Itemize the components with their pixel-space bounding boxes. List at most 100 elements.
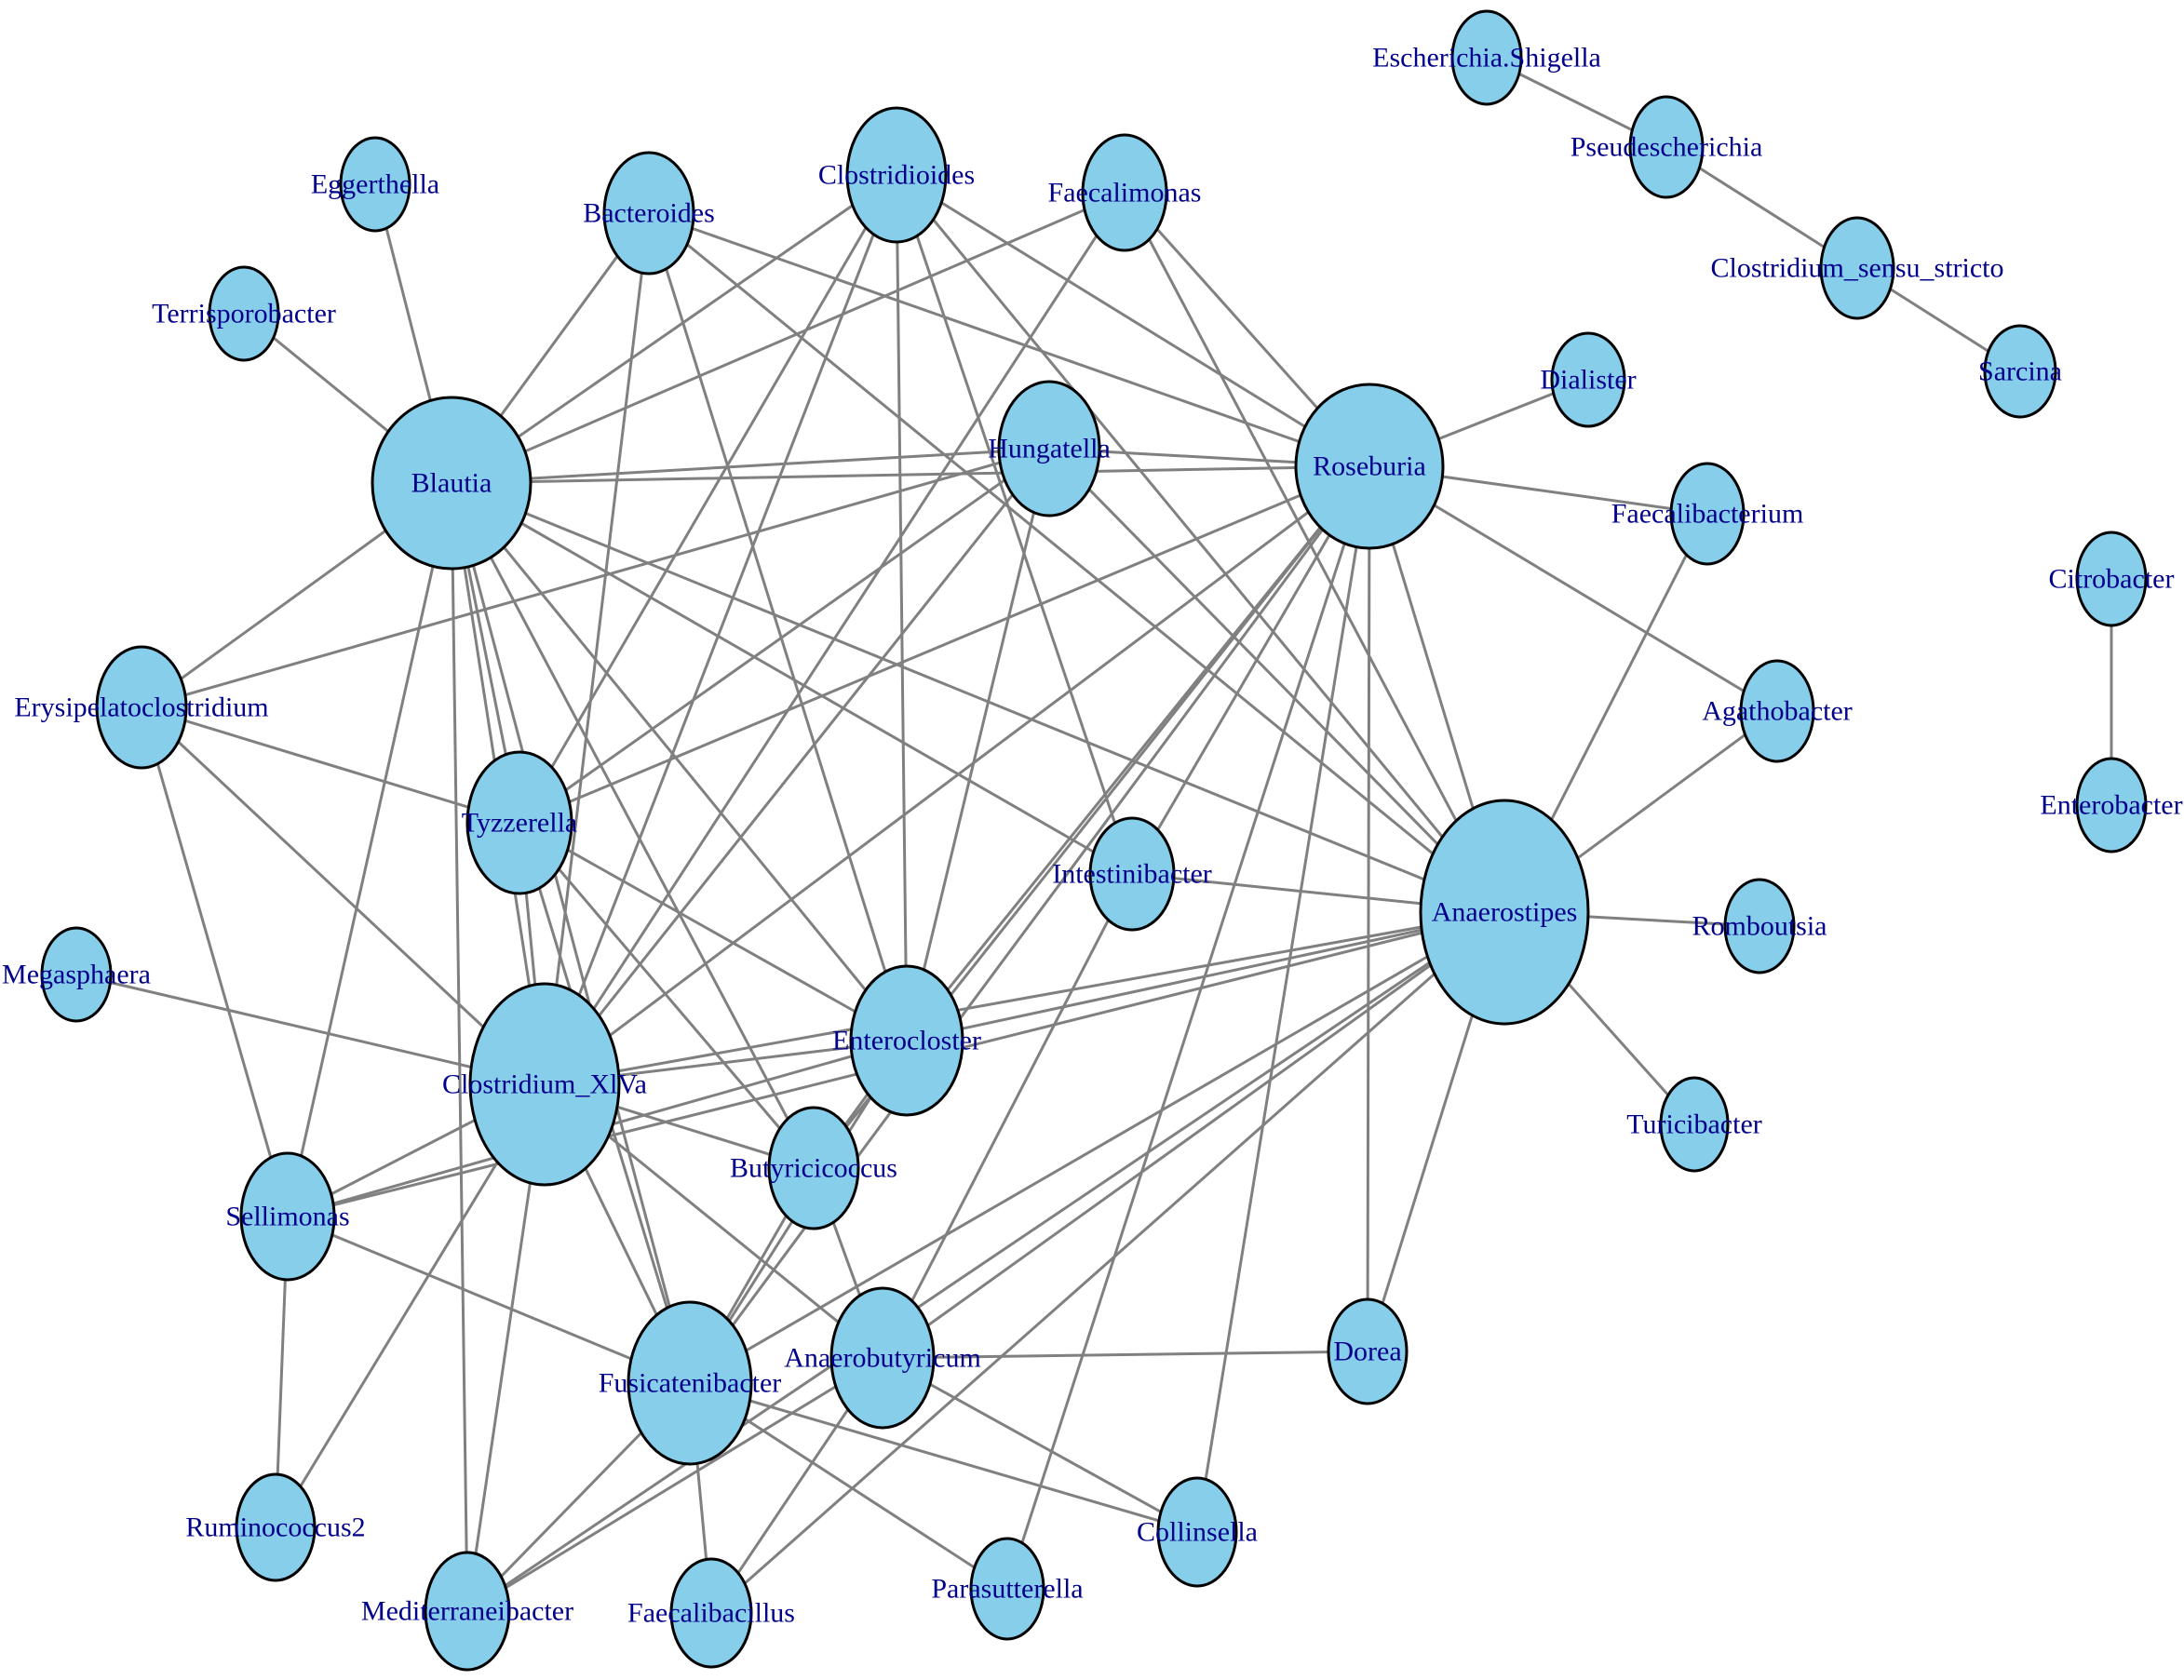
node-label: Pseudescherichia (1571, 132, 1763, 163)
node-label: Erysipelatoclostridium (14, 692, 268, 723)
node-circle (969, 1537, 1045, 1641)
node-label: Mediterraneibacter (361, 1596, 573, 1627)
edge-bacteroides-to-roseburia (648, 211, 1370, 468)
edge-blautia-to-intestinibacter (451, 481, 1133, 876)
node-circle (465, 750, 573, 895)
node-sarcina: Sarcina (1978, 324, 2062, 419)
edge-anaerobutyricum-to-collinsella (882, 1356, 1198, 1534)
node-label: Terrisporobacter (152, 299, 336, 329)
edge-clostridioides-to-enterocloster (895, 174, 909, 1042)
edge-roseburia-to-fusicatenibacter (688, 465, 1371, 1384)
edge-hungatella-to-anaerostipes (1047, 447, 1506, 914)
edge-roseburia-to-dorea (1366, 465, 1371, 1352)
node-citrobacter: Citrobacter (2049, 531, 2175, 627)
edge-faecalimonas-to-anaerostipes (1123, 192, 1506, 913)
edge-intestinibacter-to-anaerobutyricum (881, 873, 1134, 1359)
node-label: Dialister (1540, 365, 1636, 396)
edge-hungatella-to-clostridium-xlva (543, 448, 1051, 1085)
edge-layer (75, 56, 2113, 1615)
node-collinsella: Collinsella (1137, 1476, 1258, 1588)
edge-clostridioides-to-intestinibacter (895, 174, 1134, 875)
node-circle (1669, 462, 1746, 566)
node-label: Blautia (411, 468, 492, 499)
node-circle (1156, 1476, 1238, 1588)
edge-bacteroides-to-anaerostipes (648, 211, 1505, 914)
node-circle (1294, 383, 1445, 550)
edge-bacteroides-to-enterocloster (647, 212, 909, 1042)
node-mediterraneibacter: Mediterraneibacter (361, 1551, 573, 1672)
node-label: Citrobacter (2049, 564, 2175, 595)
edge-blautia-to-enterocloster (450, 482, 909, 1042)
node-label: Tyzzerella (462, 808, 577, 839)
edge-clostridioides-to-clostridium-xlva (543, 174, 898, 1085)
node-faecalimonas: Faecalimonas (1048, 133, 1202, 252)
node-circle (424, 1551, 511, 1672)
node-label: Faecalibacterium (1611, 499, 1804, 530)
node-circle (95, 645, 188, 770)
edge-blautia-to-mediterraneibacter (450, 482, 469, 1612)
node-label: Bacteroides (583, 198, 715, 229)
edge-roseburia-to-parasutterella (1005, 465, 1371, 1590)
edge-hungatella-to-enterocloster (905, 448, 1051, 1042)
node-enterocloster: Enterocloster (832, 964, 981, 1117)
node-label: Intestinibacter (1052, 859, 1212, 890)
edge-tyzzerella-to-butyricicoccus (518, 822, 816, 1169)
node-circle (627, 1300, 753, 1466)
node-bacteroides: Bacteroides (583, 151, 715, 276)
node-circle (1819, 216, 1895, 320)
node-label: Roseburia (1313, 451, 1426, 482)
edge-hungatella-to-erysipelatoclostridium (141, 447, 1050, 709)
node-parasutterella: Parasutterella (931, 1537, 1084, 1641)
node-label: Enterocloster (832, 1026, 981, 1056)
node-label: Faecalibacillus (627, 1598, 795, 1629)
node-romboutsia: Romboutsia (1692, 878, 1827, 974)
edge-faecalimonas-to-blautia (451, 191, 1126, 485)
node-label: Sarcina (1978, 356, 2062, 387)
node-eggerthella: Eggerthella (311, 136, 439, 233)
node-label: Fusicatenibacter (599, 1368, 782, 1399)
edge-blautia-to-anaerostipes (451, 481, 1505, 914)
edge-roseburia-to-agathobacter (1368, 464, 1778, 713)
node-label: Megasphaera (2, 960, 151, 990)
node-label: Sellimonas (225, 1202, 349, 1232)
edge-blautia-to-fusicatenibacter (450, 482, 692, 1384)
node-circle (1450, 9, 1523, 106)
node-pseudescherichia: Pseudescherichia (1571, 95, 1763, 199)
node-circle (1327, 1297, 1409, 1405)
node-circle (1659, 1076, 1730, 1173)
node-label: Clostridium_sensu_stricto (1711, 253, 2004, 284)
edge-anaerostipes-to-clostridium-xlva (544, 910, 1505, 1086)
node-label: Butyricicoccus (730, 1153, 897, 1184)
node-label: Clostridioides (818, 160, 975, 191)
node-ruminococcus2: Ruminococcus2 (185, 1472, 366, 1582)
node-intestinibacter: Intestinibacter (1052, 816, 1212, 932)
node-faecalibacillus: Faecalibacillus (627, 1557, 795, 1669)
node-circle (468, 982, 621, 1187)
node-escherichia-shigella: Escherichia.Shigella (1372, 9, 1601, 106)
edge-anaerobutyricum-to-mediterraneibacter (466, 1356, 883, 1613)
node-circle (1081, 133, 1168, 252)
node-enterobacter: Enterobacter (2040, 757, 2183, 853)
node-circle (602, 151, 695, 276)
node-circle (1088, 816, 1176, 932)
node-circle (767, 1106, 860, 1230)
node-label: Agathobacter (1702, 696, 1853, 727)
edge-anaerostipes-to-anaerobutyricum (882, 910, 1505, 1360)
edge-clostridioides-to-tyzzerella (518, 174, 898, 824)
edge-anaerostipes-to-fusicatenibacter (689, 910, 1505, 1385)
edge-erysipelatoclostridium-to-clostridium-xlva (140, 706, 546, 1086)
node-label: Hungatella (988, 434, 1111, 464)
node-clostridioides: Clostridioides (818, 106, 975, 244)
node-circle (997, 380, 1101, 517)
node-agathobacter: Agathobacter (1702, 659, 1853, 763)
node-circle (1723, 878, 1796, 974)
edge-anaerostipes-to-faecalibacillus (710, 910, 1505, 1615)
edge-blautia-to-roseburia (451, 464, 1370, 485)
node-circle (1550, 331, 1626, 428)
edge-fusicatenibacter-to-collinsella (689, 1381, 1198, 1534)
edge-sellimonas-to-fusicatenibacter (287, 1215, 691, 1385)
node-dialister: Dialister (1540, 331, 1637, 428)
node-circle (2075, 757, 2148, 853)
edge-megasphaera-to-clostridium-xlva (75, 973, 546, 1086)
node-label: Faecalimonas (1048, 178, 1202, 208)
